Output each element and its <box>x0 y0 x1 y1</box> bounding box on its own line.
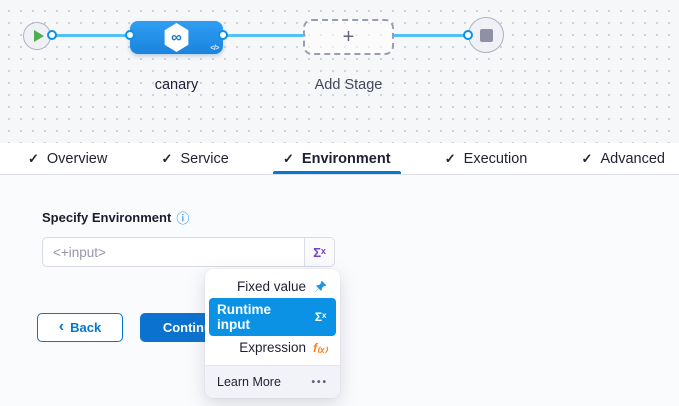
sigma-icon: Σˣ <box>314 310 327 324</box>
learn-more-row[interactable]: Learn More ••• <box>205 365 340 398</box>
play-icon <box>33 30 44 42</box>
add-stage-button[interactable]: + <box>303 19 394 55</box>
deploy-hexagon-icon: ∞ <box>164 23 189 52</box>
menu-item-label: Runtime input <box>217 302 271 332</box>
check-icon: ✓ <box>161 150 173 166</box>
tab-label: Execution <box>463 150 528 167</box>
pin-icon <box>313 280 328 293</box>
menu-item-runtime-input[interactable]: Runtime input Σˣ <box>209 298 336 336</box>
edge-stage-to-addstage <box>222 34 306 37</box>
learn-more-label: Learn More <box>217 375 281 389</box>
add-stage-label: Add Stage <box>314 77 383 93</box>
info-icon[interactable]: ⓘ <box>176 211 190 226</box>
tab-label: Environment <box>301 150 391 167</box>
tab-label: Overview <box>46 150 108 167</box>
stage-node-canary[interactable]: ∞ </> <box>130 21 223 54</box>
field-label-text: Specify Environment <box>42 210 172 225</box>
plus-icon: + <box>342 25 355 48</box>
chevron-left-icon: ‹ <box>58 317 65 335</box>
menu-item-expression[interactable]: Expression f₍ₓ₎ <box>209 336 336 359</box>
pipeline-start-node[interactable] <box>23 22 51 50</box>
pipeline-canvas[interactable]: ∞ </> + canary Add Stage <box>0 0 679 143</box>
tab-overview[interactable]: ✓ Overview <box>24 143 111 174</box>
environment-input-group: Σˣ <box>42 237 335 267</box>
edge-addstage-to-end <box>393 34 469 37</box>
menu-item-fixed-value[interactable]: Fixed value <box>209 275 336 298</box>
tab-service[interactable]: ✓ Service <box>158 143 233 174</box>
check-icon: ✓ <box>283 150 294 166</box>
menu-item-label: Expression <box>239 340 306 355</box>
input-type-selector-button[interactable]: Σˣ <box>304 238 334 266</box>
connector-port[interactable] <box>125 30 135 40</box>
ellipsis-icon[interactable]: ••• <box>311 376 328 388</box>
environment-tab-content: Specify Environment ⓘ Σˣ ‹ Back Continue… <box>0 176 679 406</box>
tab-environment[interactable]: ✓ Environment <box>273 143 401 174</box>
pipeline-end-node[interactable] <box>468 17 504 53</box>
fx-icon: f₍ₓ₎ <box>313 340 328 355</box>
input-type-dropdown: Fixed value Runtime input Σˣ Expression … <box>205 269 340 398</box>
code-icon: </> <box>210 45 219 52</box>
stage-name-label: canary <box>154 77 199 93</box>
connector-port[interactable] <box>47 30 57 40</box>
back-button[interactable]: ‹ Back <box>37 313 123 342</box>
edge-start-to-stage <box>52 34 133 37</box>
tab-advanced[interactable]: ✓ Advanced <box>578 143 669 174</box>
back-button-label: Back <box>70 320 102 335</box>
stop-icon <box>479 28 493 42</box>
environment-input[interactable] <box>43 238 304 266</box>
tab-label: Service <box>180 150 229 167</box>
sigma-icon: Σˣ <box>313 244 326 260</box>
harness-loop-icon: ∞ <box>171 29 182 46</box>
tab-execution[interactable]: ✓ Execution <box>441 143 532 174</box>
check-icon: ✓ <box>581 150 593 166</box>
check-icon: ✓ <box>444 150 456 166</box>
specify-environment-label: Specify Environment ⓘ <box>42 208 189 227</box>
menu-item-label: Fixed value <box>236 279 306 294</box>
check-icon: ✓ <box>28 150 39 166</box>
connector-port[interactable] <box>218 30 228 40</box>
tab-label: Advanced <box>600 150 665 167</box>
input-type-options: Fixed value Runtime input Σˣ Expression … <box>205 269 340 365</box>
connector-port[interactable] <box>463 30 473 40</box>
stage-config-tabbar: ✓ Overview ✓ Service ✓ Environment ✓ Exe… <box>0 143 679 175</box>
